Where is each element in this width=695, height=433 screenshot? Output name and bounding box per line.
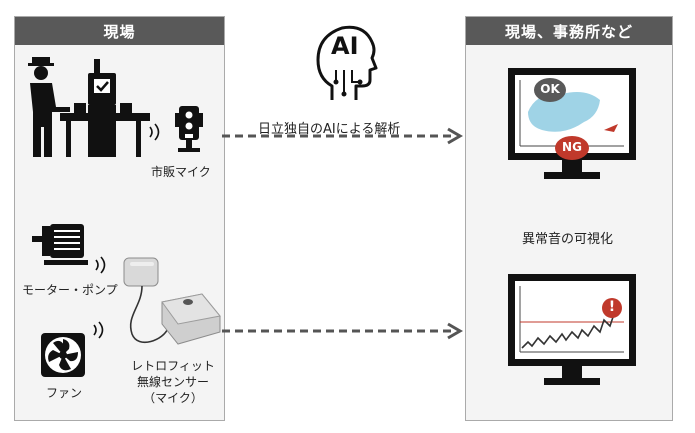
sensor-label-line1: レトロフィット [131,359,215,373]
motor-label: モーター・ポンプ [22,283,118,297]
monitor-ok-ng [508,68,636,179]
factory-worker-icon [28,57,150,157]
sound-wave-icon [95,256,106,274]
ng-badge: NG [562,140,582,154]
ok-badge: OK [540,82,560,96]
fan-label: ファン [46,386,83,400]
visualization-label: 異常音の可視化 [522,232,614,247]
microphone-icon [175,106,203,152]
mic-label: 市販マイク [151,165,211,179]
ai-analysis-label: 日立独自のAIによる解析 [258,122,401,137]
alert-badge: ! [608,299,616,315]
analysis-arrow-bottom [222,322,463,340]
monitor-waveform [508,274,636,385]
sound-wave-icon [149,123,160,141]
ai-head-icon [316,25,378,100]
field-panel-title: 現場 [15,17,224,45]
sound-wave-icon [93,321,104,339]
sensor-label-line3: （マイク） [143,391,203,405]
fan-icon [41,333,85,377]
ai-icon-text: AI [331,32,359,60]
office-panel-title: 現場、事務所など [466,17,672,45]
sensor-label: レトロフィット 無線センサー （マイク） [126,358,220,406]
motor-icon [32,224,88,265]
analysis-arrow-top [222,127,463,145]
wireless-sensor-icon [123,257,221,345]
sensor-label-line2: 無線センサー [136,375,209,389]
